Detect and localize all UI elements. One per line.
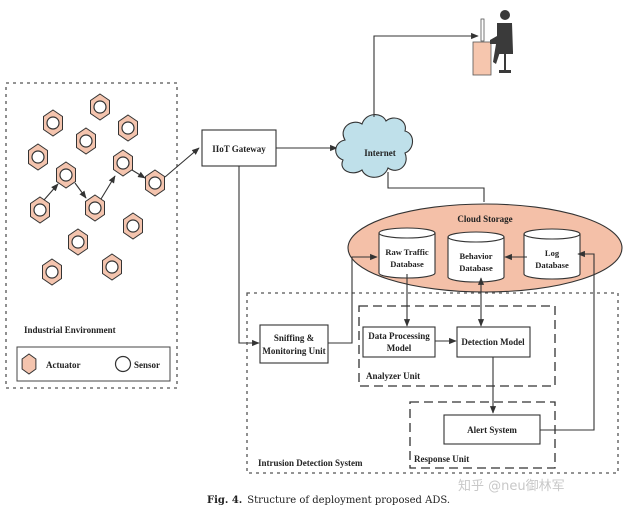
figure-caption: Fig. 4. Structure of deployment proposed …: [207, 495, 450, 506]
actuator-sensor-node: [102, 253, 122, 281]
internet-cloud: [335, 114, 414, 178]
industrial-environment-boundary: [5, 82, 178, 389]
sensor-icon: [88, 201, 102, 215]
actuator-sensor-node: [28, 143, 48, 171]
caption-prefix: Fig. 4.: [207, 495, 242, 506]
database-label-line1: Log: [545, 248, 560, 258]
sensor-icon: [31, 150, 45, 164]
response-unit-boundary: [409, 401, 556, 469]
actuator-sensor-node: [90, 93, 110, 121]
actuator-sensor-node: [43, 109, 63, 137]
data-processing-label-line1: Data Processing: [368, 331, 430, 341]
sniffing-to-raw-db-arrow: [328, 253, 378, 344]
database-label-line2: Database: [459, 263, 493, 273]
analyzer-unit-boundary: [358, 305, 556, 387]
actuator-legend-icon: [21, 353, 37, 375]
database-group: Raw TrafficDatabaseBehaviorDatabaseLogDa…: [378, 227, 581, 283]
data-processing-label-line2: Model: [387, 343, 412, 353]
legend-box: [16, 346, 171, 382]
sensor-icon: [116, 156, 130, 170]
response-unit-title: Response Unit: [414, 454, 469, 464]
chain-arrow: [131, 169, 146, 179]
sensor-icon: [71, 235, 85, 249]
data-processing-model-box: [362, 326, 436, 358]
sensor-icon: [93, 100, 107, 114]
cloud-storage-label: Cloud Storage: [457, 214, 512, 224]
actuator-sensor-node: [76, 127, 96, 155]
database-label-line1: Behavior: [459, 251, 492, 261]
node-chain-arrows: [43, 147, 200, 201]
sensor-icon: [79, 134, 93, 148]
sniffing-monitoring-unit-box: [259, 324, 329, 364]
chain-arrow: [74, 182, 87, 199]
actuator-sensor-node: [42, 258, 62, 286]
chain-arrow: [100, 175, 116, 200]
actuator-sensor-node: [56, 161, 76, 189]
to-gateway-arrow: [164, 147, 200, 178]
sensor-icon: [33, 203, 47, 217]
watermark: 知乎 @neu御林军: [458, 478, 565, 494]
legend-actuator-label: Actuator: [46, 360, 81, 370]
detection-model-label: Detection Model: [461, 337, 525, 347]
node-group: [28, 93, 165, 286]
alert-system-label: Alert System: [467, 425, 517, 435]
person-at-computer-icon: [472, 10, 513, 76]
database-cylinder-icon: [447, 231, 505, 283]
caption-text: Structure of deployment proposed ADS.: [247, 495, 450, 506]
actuator-sensor-node: [85, 194, 105, 222]
internet-label: Internet: [364, 148, 396, 158]
sensor-icon: [126, 219, 140, 233]
database-cylinder-icon: [523, 228, 581, 280]
database-rim: [523, 233, 581, 240]
database-rim: [447, 236, 505, 243]
database-rim: [378, 232, 436, 239]
alert-system-box: [443, 414, 541, 445]
sensor-icon: [46, 116, 60, 130]
legend-sensor-label: Sensor: [134, 360, 160, 370]
sniffing-label-line2: Monitoring Unit: [262, 346, 325, 356]
analyzer-unit-title: Analyzer Unit: [366, 371, 420, 381]
database-label-line1: Raw Traffic: [385, 247, 429, 257]
internet-to-operator-arrow: [373, 32, 479, 117]
chain-arrow: [43, 183, 59, 201]
actuator-sensor-node: [145, 169, 165, 197]
sensor-icon: [45, 265, 59, 279]
actuator-sensor-node: [113, 149, 133, 177]
iiot-gateway-label: IIoT Gateway: [212, 144, 266, 154]
gateway-to-sniffing-arrow: [238, 166, 260, 347]
sensor-icon: [105, 260, 119, 274]
sniffing-label-line1: Sniffing &: [274, 333, 315, 343]
sensor-icon: [59, 168, 73, 182]
industrial-environment-title: Industrial Environment: [24, 325, 116, 335]
database-label-line2: Database: [535, 260, 569, 270]
internet-to-cloud-storage-line: [387, 172, 485, 202]
iiot-gateway-box: [201, 129, 277, 167]
sensor-legend-icon: [114, 355, 132, 373]
database-cylinder-icon: [378, 227, 436, 279]
actuator-sensor-node: [118, 114, 138, 142]
actuator-sensor-node: [68, 228, 88, 256]
ids-boundary: [246, 292, 619, 474]
detection-model-box: [456, 326, 531, 358]
ids-title: Intrusion Detection System: [258, 458, 363, 468]
database-label-line2: Database: [390, 259, 424, 269]
actuator-sensor-node: [123, 212, 143, 240]
sensor-icon: [148, 176, 162, 190]
alert-to-log-db-arrow: [540, 250, 595, 431]
actuator-sensor-node: [30, 196, 50, 224]
sensor-icon: [121, 121, 135, 135]
